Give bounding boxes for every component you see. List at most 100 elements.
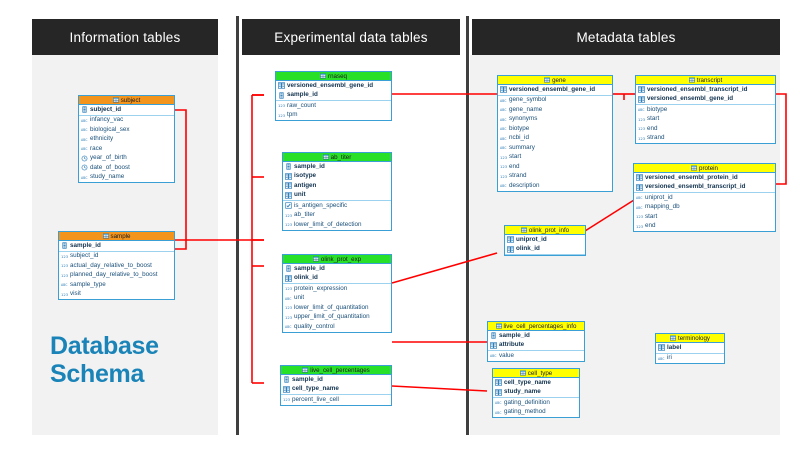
svg-text:123: 123 <box>61 255 68 259</box>
key-field-row[interactable]: versioned_ensembl_gene_id <box>276 81 391 91</box>
key-field-row[interactable]: versioned_ensembl_protein_id <box>634 173 775 183</box>
key-field-row[interactable]: isotype <box>283 172 391 182</box>
key-field-row[interactable]: cell_type_name <box>493 378 579 388</box>
field-name: year_of_birth <box>90 154 127 162</box>
field-name: study_name <box>90 173 125 181</box>
composite-key-icon <box>495 389 502 396</box>
key-field-row[interactable]: subject_id <box>79 105 174 115</box>
key-field-row[interactable]: versioned_ensembl_transcript_id <box>634 183 775 193</box>
field-name: gene_name <box>509 105 543 113</box>
primary-key-icon <box>285 265 292 272</box>
key-field-row[interactable]: study_name <box>493 388 579 398</box>
key-field-row[interactable]: versioned_ensembl_transcript_id <box>636 85 775 95</box>
svg-text:123: 123 <box>638 127 645 131</box>
table-header-olink_prot_exp: olink_prot_exp <box>283 255 391 264</box>
key-field-row[interactable]: sample_id <box>281 375 391 385</box>
field-name: ab_titer <box>294 211 316 219</box>
key-field-row[interactable]: unit <box>283 191 391 201</box>
key-field-row[interactable]: antigen <box>283 181 391 191</box>
key-field-row[interactable]: sample_id <box>59 241 174 251</box>
svg-text:123: 123 <box>61 293 68 297</box>
key-field-row[interactable]: olink_id <box>505 245 585 255</box>
svg-text:123: 123 <box>61 264 68 268</box>
key-field-row[interactable]: sample_id <box>276 91 391 101</box>
primary-key-icon <box>61 242 68 249</box>
schema-title-line1: Database <box>50 332 159 360</box>
key-field-row[interactable]: label <box>656 343 724 353</box>
field-name: actual_day_relative_to_boost <box>70 261 152 269</box>
key-field-row[interactable]: cell_type_name <box>281 385 391 395</box>
attribute-field-row[interactable]: is_antigen_specific <box>283 201 391 211</box>
key-field-row[interactable]: olink_id <box>283 274 391 284</box>
key-field-row[interactable]: sample_id <box>283 162 391 172</box>
key-field-row[interactable]: attribute <box>488 341 584 351</box>
key-field-row[interactable]: versioned_ensembl_gene_id <box>498 85 612 95</box>
attribute-field-row[interactable]: date_of_boost <box>79 163 174 173</box>
key-field-row[interactable]: uniprot_id <box>505 235 585 245</box>
key-field-row[interactable]: sample_id <box>283 264 391 274</box>
svg-text:123: 123 <box>283 398 290 402</box>
key-field-row[interactable]: sample_id <box>488 331 584 341</box>
attribute-field-row[interactable]: year_of_birth <box>79 154 174 164</box>
key-field-row[interactable]: versioned_ensembl_gene_id <box>636 95 775 105</box>
